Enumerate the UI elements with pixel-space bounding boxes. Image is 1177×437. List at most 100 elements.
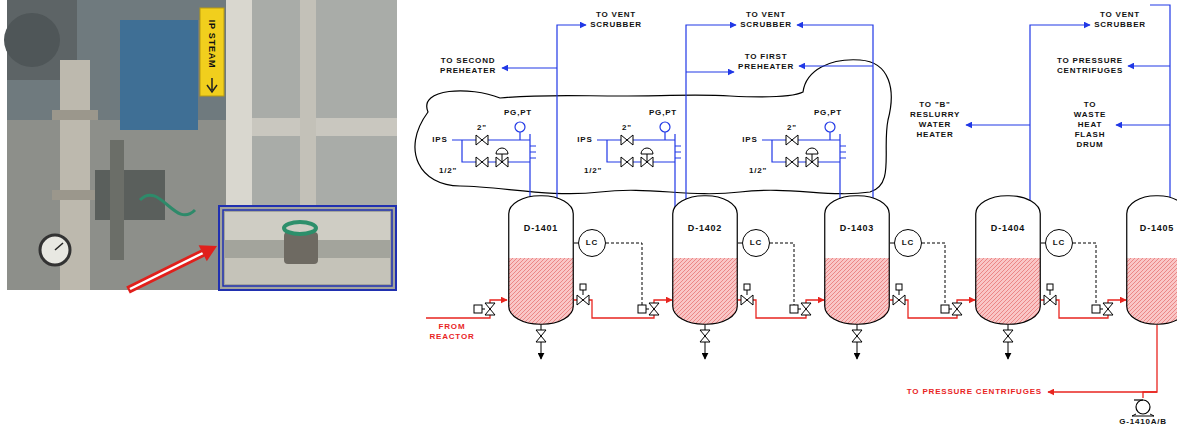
photo-ground: [7, 0, 397, 290]
destination-label: TO FIRST PREHEATER: [738, 52, 794, 72]
label-anchor: TO PRESSURE CENTRIFUGES: [907, 387, 1042, 397]
label-anchor: TO SECOND PREHEATER: [440, 56, 496, 76]
sign-text: IP STEAM: [207, 20, 217, 69]
line-size: 2": [622, 123, 632, 133]
liquid-level: [1127, 258, 1177, 324]
pipe: [110, 140, 124, 260]
feed-line: [426, 300, 507, 318]
source-label: FROM REACTOR: [429, 322, 474, 342]
label-anchor: 1/2": [439, 166, 457, 176]
valve-link: [1100, 309, 1103, 310]
inset-frame: [223, 210, 392, 286]
drum-shell: [1127, 196, 1177, 325]
line-size: 2": [477, 123, 487, 133]
pointer-arrow: [128, 253, 203, 290]
label-anchor: IPS: [577, 135, 592, 145]
pointer-arrow-core: [130, 253, 203, 289]
utility-label: IPS: [742, 135, 757, 145]
vent-line: [966, 124, 1030, 125]
label-anchor: TO "B" RESLURRY WATER HEATER: [910, 100, 960, 140]
instrument-label: PG,PT: [814, 108, 842, 118]
label-anchor: TO VENT SCRUBBER: [590, 10, 642, 30]
sign-arrow: [207, 78, 217, 92]
pump-casing: [1136, 400, 1150, 414]
label-anchor: TO FIRST PREHEATER: [738, 52, 794, 72]
valve-body: [284, 232, 318, 264]
instrument-tag: LC: [1046, 238, 1072, 248]
label-anchor: PG,PT: [649, 108, 677, 118]
drum-body: [1127, 196, 1177, 325]
control-valve: [801, 303, 811, 315]
instrument-label: PG,PT: [649, 108, 677, 118]
control-valve: [952, 303, 962, 315]
label-anchor: TO VENT SCRUBBER: [1094, 10, 1146, 30]
drum-outline: [508, 195, 574, 325]
destination-label: TO PRESSURE CENTRIFUGES: [907, 387, 1042, 397]
equipment-tag: D-1403: [824, 223, 890, 233]
equipment-tag: D-1405: [1126, 223, 1177, 233]
vent-line: [1150, 5, 1170, 205]
label-anchor: FROM REACTOR: [429, 322, 474, 342]
flange: [52, 190, 98, 200]
valve-stem: [899, 290, 900, 295]
label-anchor: 1/2": [584, 166, 602, 176]
label-anchor: 2": [787, 123, 797, 133]
steam-injection-assembly: [762, 122, 846, 214]
equipment-tag: D-1402: [672, 223, 738, 233]
vent-line: [797, 25, 873, 205]
utility-label: IPS: [432, 135, 447, 145]
label-anchor: PG,PT: [504, 108, 532, 118]
drum-shell: [509, 196, 574, 325]
motor-housing: [4, 13, 60, 67]
outlet-valve: [1044, 295, 1056, 305]
drum-body: [825, 196, 890, 325]
photo-right: [252, 0, 397, 206]
line-size: 1/2": [584, 166, 602, 176]
level-controller: LC: [1045, 229, 1073, 257]
inset-photo: [219, 206, 396, 290]
flash-drum: D-1403: [824, 195, 890, 325]
vent-line: [1128, 65, 1170, 66]
vent-line: [799, 65, 873, 66]
valve-stem: [747, 290, 748, 295]
vent-lines: [502, 5, 1170, 205]
label-anchor: IP STEAM: [207, 20, 217, 69]
outlet-valve: [741, 295, 753, 305]
valve-actuator: [638, 305, 646, 313]
gauge-needle: [55, 243, 63, 250]
vent-line: [1116, 124, 1170, 125]
drain-valve: [536, 330, 546, 342]
signal-line: [1073, 243, 1096, 305]
slurry-pump: G-1410A/B: [1110, 398, 1176, 430]
plant-photo: [4, 0, 397, 290]
liquid-level: [825, 258, 890, 324]
drain-valve: [1003, 330, 1013, 342]
valve-actuator: [1092, 305, 1100, 313]
valve-positioner: [580, 284, 586, 290]
pipe: [252, 118, 397, 136]
instrument-tap: [574, 243, 1045, 244]
label-anchor: IPS: [432, 135, 447, 145]
valve-link: [798, 309, 801, 310]
steam-sign: [200, 8, 224, 96]
flash-drum: D-1401: [508, 195, 574, 325]
destination-label: TO "B" RESLURRY WATER HEATER: [910, 100, 960, 140]
pillar: [226, 0, 252, 206]
equipment-tag: D-1401: [508, 223, 574, 233]
destination-label: TO VENT SCRUBBER: [590, 10, 642, 30]
valve-stem: [1050, 290, 1051, 295]
discharge-line: [1048, 391, 1157, 392]
line-size: 2": [787, 123, 797, 133]
drum-outline: [1126, 195, 1177, 325]
hose: [140, 195, 195, 215]
pointer-head: [199, 245, 217, 261]
drain-lines: [541, 322, 1008, 359]
label-anchor: TO VENT SCRUBBER: [740, 10, 792, 30]
label-anchor: 1/2": [749, 166, 767, 176]
destination-label: TO VENT SCRUBBER: [740, 10, 792, 30]
valve-actuator: [474, 305, 482, 313]
level-controller: LC: [894, 229, 922, 257]
flash-drum: D-1402: [672, 195, 738, 325]
